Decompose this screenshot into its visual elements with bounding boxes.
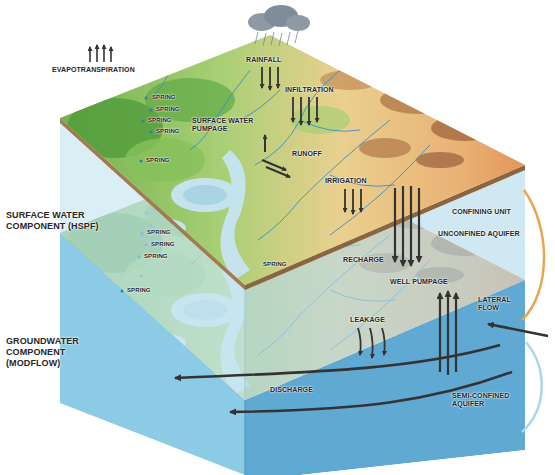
flow-arrows — [175, 345, 500, 378]
flow-arrows — [300, 97, 302, 125]
spring-label: SPRING — [156, 128, 180, 135]
flow-arrows — [110, 47, 112, 62]
rain-cloud — [286, 15, 310, 31]
spring-label: SPRING — [151, 241, 175, 248]
flow-arrows — [439, 293, 441, 372]
flow-arrows — [292, 97, 294, 122]
rain-cloud — [271, 32, 274, 45]
flow-arrows — [440, 291, 456, 375]
flow-arrows — [316, 97, 318, 122]
layer-label: CONFINING UNIT — [452, 208, 511, 216]
spring-label: SPRING — [144, 253, 168, 260]
spring-label: SPRING — [148, 117, 172, 124]
layer-bracket — [522, 190, 544, 432]
process-label: LATERAL FLOW — [478, 296, 518, 313]
flow-arrows — [96, 45, 98, 62]
flow-arrows — [269, 67, 271, 90]
surface-water-volume — [245, 285, 246, 400]
flow-arrows — [418, 188, 420, 262]
flow-arrows — [266, 167, 290, 177]
flow-arrows — [344, 189, 346, 212]
flow-arrows — [370, 328, 373, 358]
process-label: EVAPOTRANSPIRATION — [52, 66, 135, 74]
flow-arrows — [264, 135, 266, 152]
flow-arrows — [175, 324, 548, 412]
process-label: SURFACE WATER PUMPAGE — [192, 117, 258, 134]
flow-arrows — [90, 45, 111, 62]
spring-label: SPRING — [127, 287, 151, 294]
rain-cloud — [287, 32, 290, 45]
flow-arrows — [488, 324, 548, 336]
flow-arrows — [308, 97, 310, 125]
flow-arrows — [395, 186, 419, 266]
flow-arrows — [360, 189, 362, 212]
process-label: IRRIGATION — [325, 177, 367, 185]
process-label: DISCHARGE — [270, 386, 313, 394]
process-label: RUNOFF — [292, 150, 322, 158]
process-label: LEAKAGE — [350, 316, 385, 324]
flow-arrows — [352, 189, 354, 214]
process-label: INFILTRATION — [285, 86, 334, 94]
flow-arrows — [262, 160, 286, 170]
layer-bracket — [522, 190, 544, 320]
rain-cloud — [255, 32, 258, 44]
flow-arrows — [90, 45, 548, 412]
spring-label: SPRING — [152, 94, 176, 101]
rain-cloud — [279, 33, 282, 46]
rain-cloud — [263, 33, 266, 46]
spring-label: SPRING — [263, 261, 287, 268]
component-label: SURFACE WATER COMPONENT (HSPF) — [6, 210, 110, 232]
groundwater-block — [60, 403, 245, 475]
spring-label: SPRING — [147, 229, 171, 236]
process-label: RECHARGE — [343, 256, 384, 264]
flow-arrows — [103, 45, 105, 62]
flow-arrows — [358, 328, 361, 355]
flow-arrows — [394, 188, 396, 262]
rain-cloud — [295, 31, 298, 43]
flow-arrows — [261, 67, 263, 88]
layer-bracket — [522, 342, 542, 432]
flow-arrows — [447, 291, 449, 375]
flow-arrows — [455, 293, 457, 372]
flow-arrows — [293, 97, 317, 125]
flow-arrows — [410, 186, 412, 266]
flow-arrows — [382, 328, 385, 355]
groundwater-block — [300, 450, 525, 475]
rain-cloud — [255, 31, 298, 46]
layer-label: UNCONFINED AQUIFER — [438, 230, 520, 238]
flow-arrows — [89, 47, 91, 62]
flow-arrows — [402, 186, 404, 266]
flow-arrows — [345, 189, 361, 214]
spring-label: SPRING — [146, 157, 170, 164]
component-label: GROUNDWATER COMPONENT (MODFLOW) — [6, 336, 122, 368]
spring-label: SPRING — [156, 106, 180, 113]
flow-arrows — [358, 328, 385, 358]
flow-arrows — [277, 67, 279, 88]
layer-label: SEMI-CONFINED AQUIFER — [452, 392, 514, 409]
flow-arrows — [262, 160, 290, 177]
process-label: RAINFALL — [246, 56, 281, 64]
flow-arrows — [262, 67, 278, 90]
process-label: WELL PUMPAGE — [390, 278, 448, 286]
rain-cloud — [248, 5, 310, 46]
groundwater-map-surface — [121, 290, 124, 293]
